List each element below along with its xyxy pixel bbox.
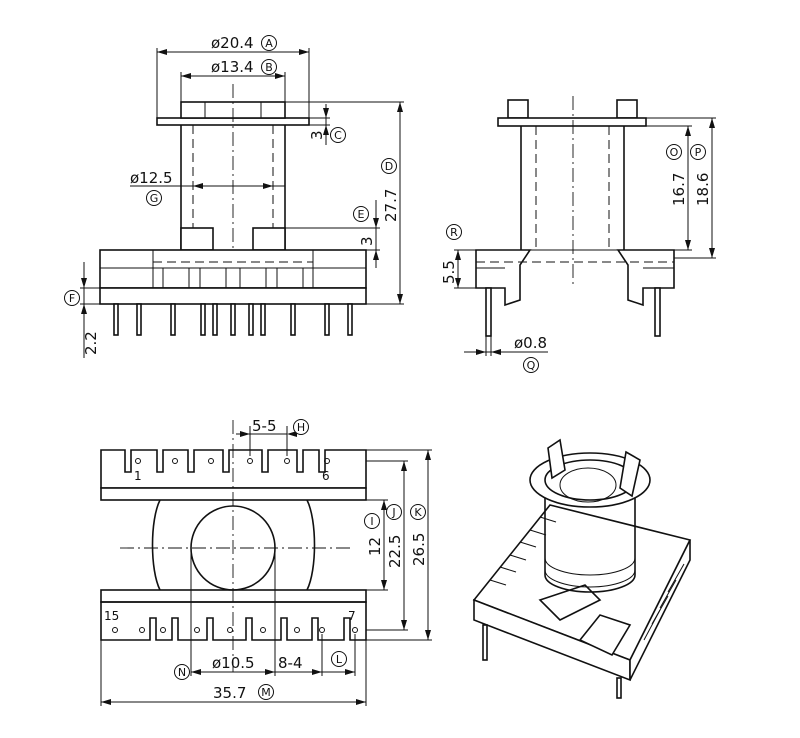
dim-j-value: 22.5: [386, 535, 404, 568]
dim-q-value: ø0.8: [514, 334, 547, 352]
dim-q-letter: Q: [527, 359, 536, 372]
pin-label-6: 6: [322, 469, 330, 483]
dim-j-letter: J: [391, 506, 395, 519]
dim-i-value: 12: [366, 537, 384, 556]
pin-label-15: 15: [104, 609, 119, 623]
dim-g-value: ø12.5: [130, 169, 173, 187]
dim-n-letter: N: [178, 666, 186, 679]
pin-label-1: 1: [134, 469, 142, 483]
dim-p-letter: P: [695, 146, 702, 159]
dim-k-letter: K: [414, 506, 422, 519]
dim-a-letter: A: [265, 37, 273, 50]
dim-h-value: 5-5: [252, 417, 277, 435]
dim-k-value: 26.5: [410, 533, 428, 566]
pin-label-7: 7: [348, 609, 356, 623]
dim-o-letter: O: [670, 146, 679, 159]
dim-r-letter: R: [450, 226, 458, 239]
dim-e-value: 3: [358, 236, 376, 246]
dim-f-value: 2.2: [82, 331, 100, 355]
dim-l-value: 8-4: [278, 654, 303, 672]
dim-b-letter: B: [265, 61, 273, 74]
dim-p-value: 18.6: [694, 173, 712, 206]
dim-f-letter: F: [69, 292, 75, 305]
side-view: 16.7 O 18.6 P R 5.5 ø0.8 Q: [440, 96, 716, 373]
dim-c-value: 3: [308, 130, 326, 140]
front-view: ø20.4 A ø13.4 B ø12.5 G 3 C 27.7 D: [64, 34, 404, 358]
pin-holes: [112, 458, 358, 633]
dim-e-letter: E: [358, 208, 365, 221]
dim-h-letter: H: [297, 421, 305, 434]
dim-b-value: ø13.4: [211, 58, 254, 76]
bottom-view: 1 6 15 7 5-5 H 12 I 22.5 J 26.5: [100, 417, 432, 706]
dim-a-value: ø20.4: [211, 34, 254, 52]
dim-i-letter: I: [370, 515, 373, 528]
dim-l-letter: L: [336, 653, 343, 666]
dim-n-value: ø10.5: [212, 654, 255, 672]
dim-g-letter: G: [150, 192, 159, 205]
dim-d-letter: D: [385, 160, 393, 173]
dim-r-value: 5.5: [440, 260, 458, 284]
dim-m-letter: M: [261, 686, 271, 699]
isometric-view: [472, 438, 692, 699]
dim-m-value: 35.7: [213, 684, 246, 702]
dim-o-value: 16.7: [670, 173, 688, 206]
dim-d-value: 27.7: [382, 189, 400, 222]
dim-c-letter: C: [334, 129, 342, 142]
